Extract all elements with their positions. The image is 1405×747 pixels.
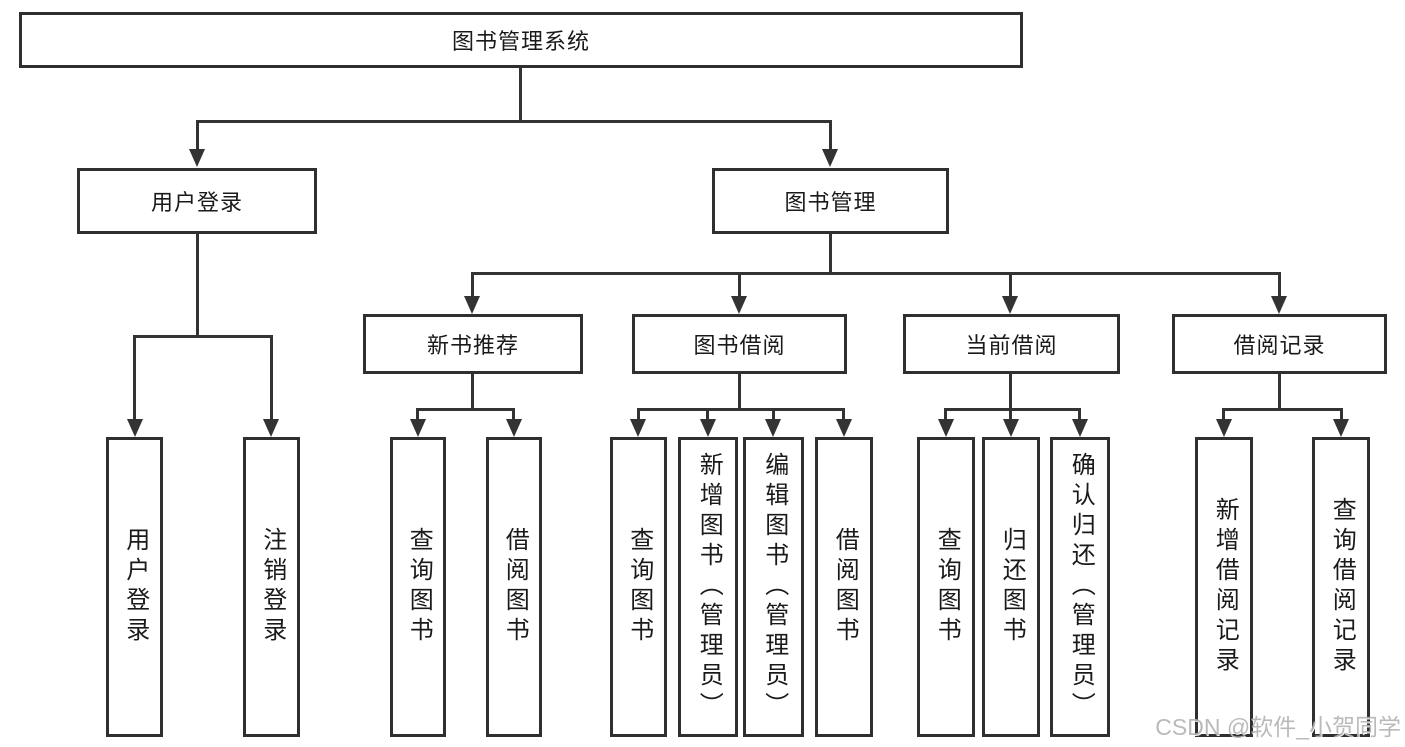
arrow-down-icon (464, 296, 480, 314)
connector (829, 120, 832, 151)
watermark: CSDN @软件_小贺同学 (1155, 714, 1401, 740)
connector (829, 234, 832, 272)
node-user-login: 用户登录 (77, 168, 317, 234)
node-label: 用户登录 (150, 190, 243, 215)
arrow-down-icon (731, 296, 747, 314)
leaf-query-books-2: 查询图书 (610, 437, 667, 737)
node-label: 图书管理系统 (451, 29, 590, 54)
node-label: 查询图书 (405, 527, 433, 647)
connector (1009, 374, 1012, 408)
leaf-query-borrow-record: 查询借阅记录 (1312, 437, 1370, 737)
connector (706, 408, 709, 420)
node-label: 图书借阅 (693, 333, 786, 358)
node-label: 新书推荐 (426, 333, 519, 358)
node-label: 用户登录 (121, 527, 149, 647)
connector (1340, 408, 1343, 420)
node-label: 当前借阅 (965, 333, 1058, 358)
leaf-query-books-1: 查询图书 (390, 437, 446, 737)
connector (1009, 272, 1012, 297)
arrow-down-icon (1271, 296, 1287, 314)
node-label: 查询图书 (625, 527, 653, 647)
connector (416, 408, 515, 411)
connector (133, 335, 136, 419)
arrow-down-icon (263, 419, 279, 437)
connector (270, 335, 273, 419)
node-label: 借阅图书 (501, 527, 529, 647)
leaf-borrow-books-1: 借阅图书 (486, 437, 542, 737)
connector (471, 374, 474, 408)
node-book-management: 图书管理 (712, 168, 949, 234)
node-label: 借阅记录 (1233, 333, 1326, 358)
connector (637, 408, 845, 411)
arrow-down-icon (765, 419, 781, 437)
leaf-borrow-books-2: 借阅图书 (815, 437, 873, 737)
leaf-add-book-admin: 新增图书（管理员） (678, 437, 738, 737)
connector (196, 120, 832, 123)
connector (512, 408, 515, 420)
node-label: 借阅图书 (831, 527, 859, 647)
arrow-down-icon (1216, 419, 1232, 437)
node-root-library-system: 图书管理系统 (19, 12, 1023, 68)
arrow-down-icon (822, 149, 838, 167)
arrow-down-icon (410, 419, 426, 437)
connector (1278, 272, 1281, 297)
connector (196, 234, 199, 335)
connector (416, 408, 419, 420)
arrow-down-icon (1333, 419, 1349, 437)
leaf-edit-book-admin: 编辑图书（管理员） (743, 437, 804, 737)
connector (1278, 374, 1281, 408)
arrow-down-icon (938, 419, 954, 437)
connector (519, 68, 522, 120)
connector (1009, 408, 1012, 420)
connector (842, 408, 845, 420)
connector (1222, 408, 1225, 420)
connector (196, 120, 199, 151)
node-label: 查询图书 (933, 527, 961, 647)
connector (1222, 408, 1342, 411)
leaf-query-books-3: 查询图书 (917, 437, 975, 737)
node-label: 查询借阅记录 (1328, 497, 1356, 677)
connector (944, 408, 947, 420)
connector (637, 408, 640, 420)
arrow-down-icon (630, 419, 646, 437)
arrow-down-icon (189, 149, 205, 167)
connector (944, 408, 1081, 411)
arrow-down-icon (1003, 419, 1019, 437)
arrow-down-icon (1072, 419, 1088, 437)
node-label: 编辑图书（管理员） (760, 452, 788, 722)
node-label: 归还图书 (998, 527, 1026, 647)
connector (772, 408, 775, 420)
node-current-borrowing: 当前借阅 (903, 314, 1120, 374)
leaf-logout: 注销登录 (243, 437, 300, 737)
arrow-down-icon (836, 419, 852, 437)
node-label: 新增图书（管理员） (695, 452, 723, 722)
arrow-down-icon (127, 419, 143, 437)
connector (471, 272, 1281, 275)
node-book-borrowing: 图书借阅 (632, 314, 847, 374)
node-label: 确认归还（管理员） (1067, 452, 1095, 722)
node-label: 图书管理 (784, 190, 877, 215)
leaf-confirm-return-admin: 确认归还（管理员） (1050, 437, 1110, 737)
arrow-down-icon (700, 419, 716, 437)
node-borrow-records: 借阅记录 (1172, 314, 1387, 374)
connector (1078, 408, 1081, 420)
arrow-down-icon (1002, 296, 1018, 314)
connector (133, 335, 273, 338)
node-label: 注销登录 (258, 527, 286, 647)
node-new-book-recommend: 新书推荐 (363, 314, 583, 374)
leaf-add-borrow-record: 新增借阅记录 (1195, 437, 1253, 737)
connector (738, 374, 741, 408)
arrow-down-icon (506, 419, 522, 437)
connector (471, 272, 474, 297)
leaf-return-books: 归还图书 (982, 437, 1040, 737)
leaf-user-login: 用户登录 (106, 437, 163, 737)
node-label: 新增借阅记录 (1211, 497, 1239, 677)
connector (738, 272, 741, 297)
